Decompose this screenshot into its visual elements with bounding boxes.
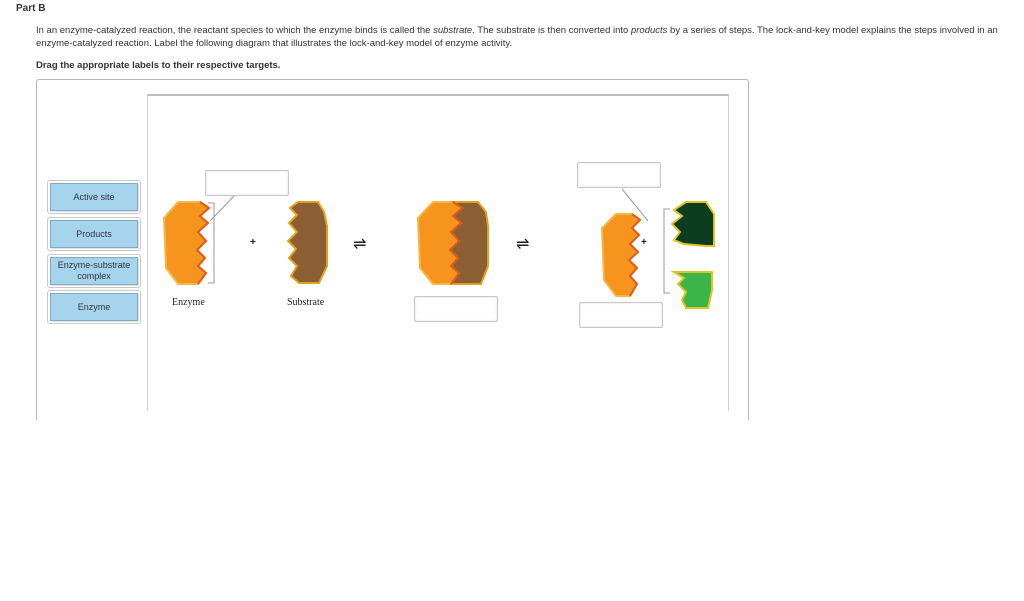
drop-target-enzyme-released[interactable] (579, 302, 663, 328)
enzyme-caption: Enzyme (172, 297, 205, 308)
plus-sign-1: + (250, 237, 256, 248)
equilibrium-arrow-2: ⇌ (516, 236, 530, 253)
drop-target-products[interactable] (577, 162, 661, 188)
plus-sign-2: + (641, 237, 647, 248)
instruction-text: Drag the appropriate labels to their res… (36, 60, 281, 71)
label-enzyme[interactable]: Enzyme (47, 290, 141, 324)
question-text: In an enzyme-catalyzed reaction, the rea… (36, 25, 998, 49)
product-light-green-shape (670, 271, 713, 309)
lock-and-key-diagram: + + ⇌ ⇌ Enzyme Substrate (147, 94, 729, 411)
product-dark-green-shape (670, 201, 715, 247)
substrate-caption: Substrate (287, 297, 325, 308)
drop-target-active-site[interactable] (205, 170, 289, 196)
label-active-site[interactable]: Active site (47, 180, 141, 214)
substrate-shape (286, 201, 328, 284)
diagram-artwork (162, 188, 715, 309)
label-enzyme-substrate-complex[interactable]: Enzyme-substrate complex (47, 254, 141, 288)
enzyme-released-shape (600, 213, 642, 297)
drop-target-complex[interactable] (414, 296, 498, 322)
enzyme-shape (162, 201, 211, 285)
enzyme-substrate-complex-shape (416, 201, 489, 285)
label-products[interactable]: Products (47, 217, 141, 251)
part-title: Part B (16, 3, 46, 14)
equilibrium-arrow-1: ⇌ (353, 236, 367, 253)
